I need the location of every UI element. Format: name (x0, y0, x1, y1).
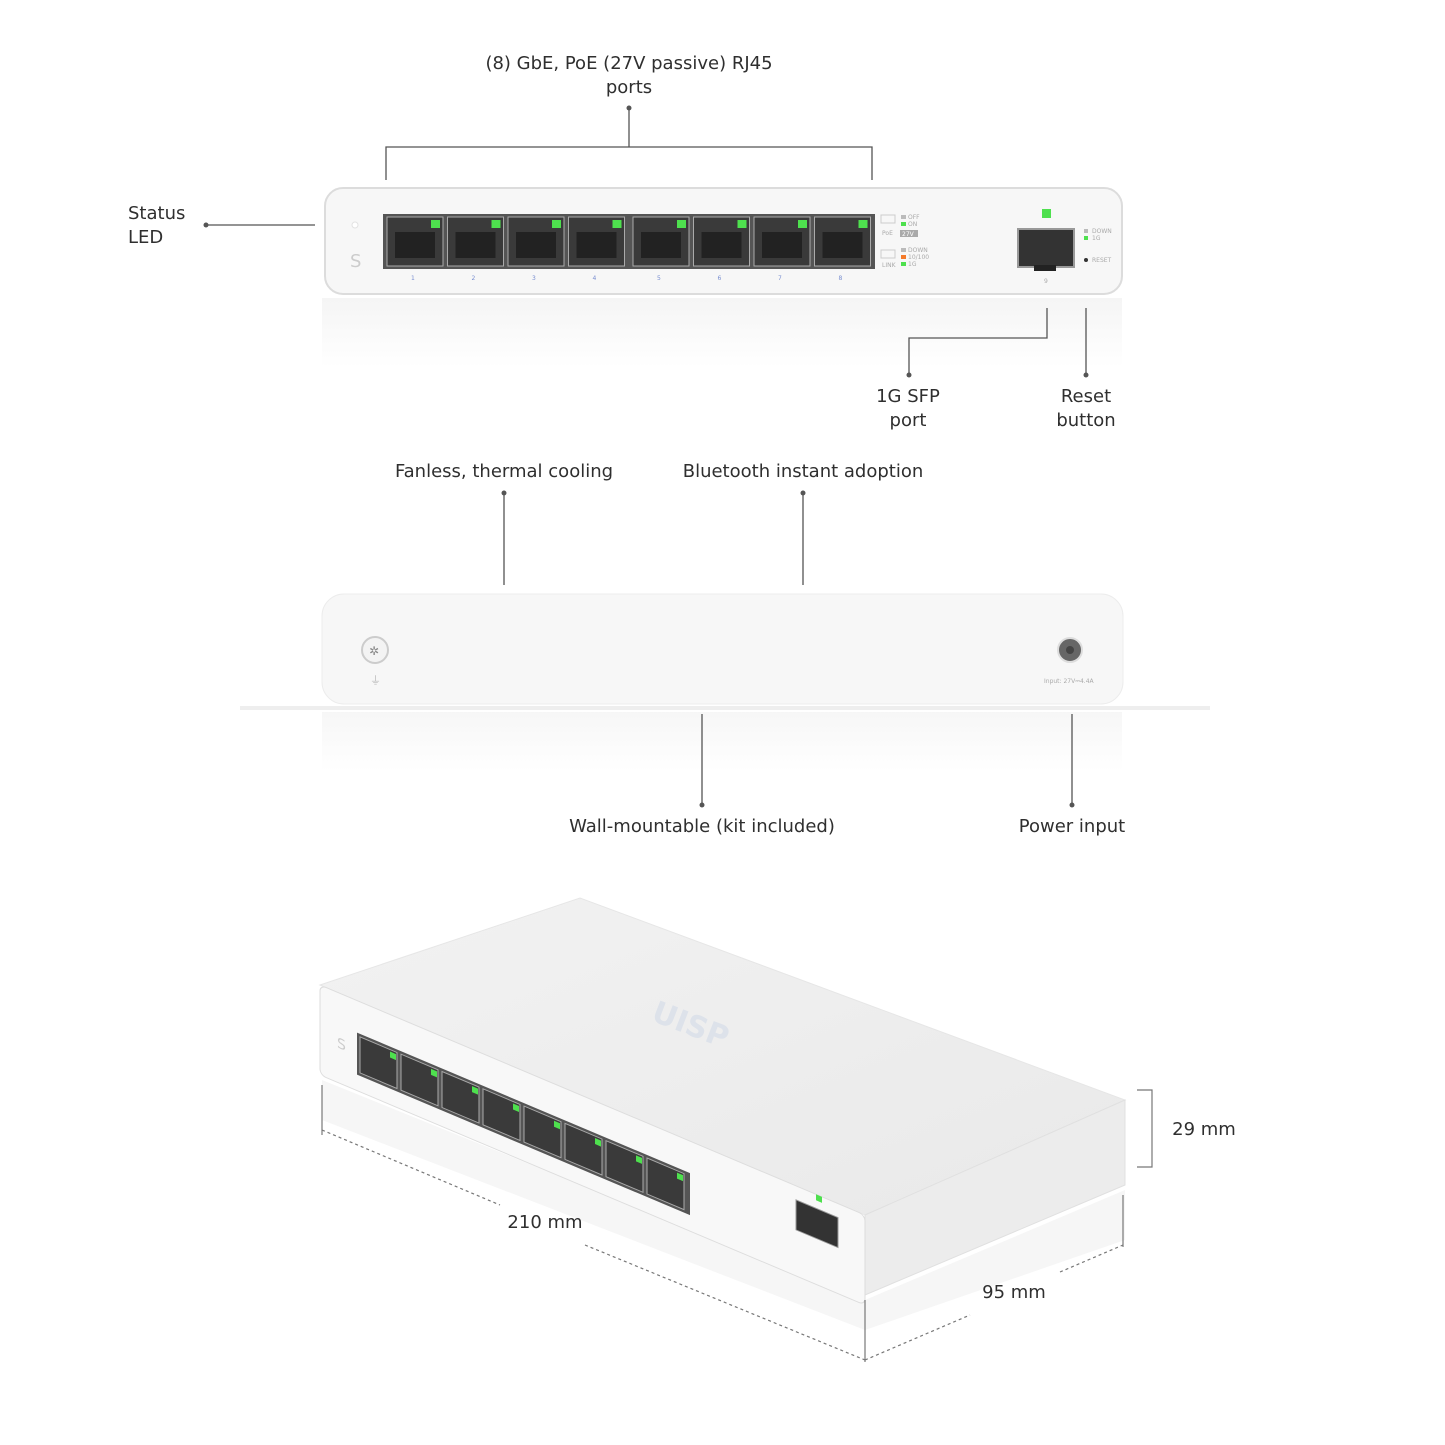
callout-cooling: Fanless, thermal cooling (394, 461, 614, 482)
callout-wall-mount: Wall-mountable (kit included) (569, 816, 835, 837)
port-number: 5 (657, 275, 661, 282)
rj45-port-7[interactable]: 7 (753, 216, 811, 282)
callout-status-led: Status LED (128, 203, 186, 248)
rj45-port-4[interactable]: 4 (568, 216, 625, 282)
link-legend: DOWN 10/100 1G LINK (880, 247, 929, 269)
sfp-legend-1g: 1G (1092, 235, 1101, 242)
sfp-legend-down: DOWN (1092, 228, 1112, 235)
svg-text:DOWN: DOWN (908, 247, 928, 254)
power-rating: Input: 27V⎓4.4A (1044, 678, 1095, 685)
callout-bluetooth: Bluetooth instant adoption (682, 461, 924, 482)
svg-text:OFF: OFF (908, 214, 920, 221)
callout-power-input: Power input (1018, 816, 1126, 837)
port-led (858, 220, 868, 228)
port-led (737, 220, 747, 228)
ground-screw-icon (361, 636, 389, 664)
rj45-port-2[interactable]: 2 (447, 216, 504, 282)
rj45-port-6[interactable]: 6 (693, 216, 750, 282)
rj45-port-8[interactable]: 8 (814, 216, 871, 282)
svg-text:1G: 1G (908, 261, 917, 268)
port-led (612, 220, 622, 228)
svg-text:✲: ✲ (369, 644, 379, 658)
dimension-depth: 95 mm (982, 1282, 1046, 1303)
front-callout-lines (206, 108, 1087, 375)
front-view: S 1 2 3 4 5 6 7 8 OFF ON PoE 27V DOWN 10/100 1G… (203, 105, 1123, 378)
sfp-latch (1034, 265, 1056, 271)
front-reflection (322, 298, 1122, 368)
callout-reset-button: Reset button (1056, 386, 1116, 431)
port-led (677, 220, 686, 228)
iso-front-face: S (319, 986, 866, 1304)
svg-text:S: S (337, 1035, 346, 1055)
reset-button[interactable] (1084, 258, 1088, 262)
callout-ports: (8) GbE, PoE (27V passive) RJ45 ports (485, 53, 773, 98)
port-led (552, 220, 561, 228)
reset-label: RESET (1092, 257, 1112, 264)
dimension-lines (321, 1129, 1124, 1361)
rj45-port-3[interactable]: 3 (507, 216, 565, 282)
iso-rj45-port-5 (523, 1105, 562, 1159)
svg-text:27V: 27V (902, 231, 915, 238)
sfp-status-led (1042, 209, 1051, 218)
dimension-ticks (321, 1085, 1153, 1362)
port-led (798, 220, 807, 228)
iso-rj45-port-1 (359, 1036, 398, 1090)
port-number: 8 (839, 275, 843, 282)
svg-text:LINK: LINK (882, 262, 897, 269)
back-chassis (321, 593, 1124, 705)
port-number: 2 (472, 275, 476, 282)
iso-rj45-port-3 (441, 1070, 480, 1124)
back-view: ✲ ⏚ Input: 27V⎓4.4A (240, 490, 1210, 808)
back-callout-lines (503, 493, 1073, 805)
svg-text:ON: ON (908, 221, 917, 228)
port-number: 7 (778, 275, 782, 282)
iso-rj45-port-8 (646, 1157, 685, 1211)
sfp-port[interactable] (1017, 228, 1075, 268)
ground-symbol-icon: ⏚ (370, 674, 381, 687)
status-led (351, 221, 359, 229)
dimension-height: 29 mm (1172, 1119, 1236, 1140)
port-number: 3 (532, 275, 536, 282)
port-number: 4 (593, 275, 597, 282)
poe-legend: OFF ON PoE 27V (880, 214, 920, 238)
port-number: 1 (411, 275, 415, 282)
port-led (431, 220, 440, 228)
rj45-port-1[interactable]: 1 (386, 216, 444, 282)
iso-rj45-port-4 (482, 1088, 521, 1142)
port-number: 6 (718, 275, 722, 282)
iso-rj45-port-6 (564, 1122, 603, 1176)
callout-sfp-port: 1G SFP port (876, 386, 940, 431)
iso-rj45-port-7 (605, 1139, 644, 1194)
port-led (491, 220, 501, 228)
isometric-view: UISP S (318, 897, 1153, 1362)
iso-rj45-port-2 (400, 1053, 439, 1107)
svg-text:PoE: PoE (882, 230, 893, 237)
dimension-width: 210 mm (507, 1212, 583, 1233)
svg-text:10/100: 10/100 (908, 254, 929, 261)
sfp-port-number: 9 (1044, 278, 1048, 285)
logo-letter: S (350, 251, 361, 272)
rj45-port-5[interactable]: 5 (632, 216, 690, 282)
